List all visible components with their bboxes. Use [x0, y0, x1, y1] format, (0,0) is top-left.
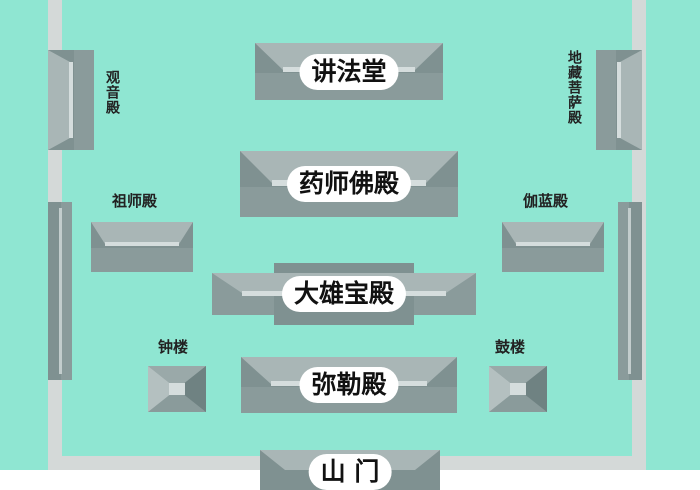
zushidian-label: 祖师殿 [112, 192, 158, 210]
south-wall-left [48, 456, 260, 470]
gulou-building [489, 366, 547, 412]
dizangpusadian-building [596, 50, 642, 150]
guanyindian-building [48, 50, 94, 150]
mileidian-building: 弥勒殿 [241, 357, 457, 413]
daxiongbaodian-label: 大雄宝殿 [281, 276, 407, 312]
shanmen-building: 山 门 [260, 450, 440, 490]
zushidian-building [91, 222, 193, 272]
zhonglou-label: 钟楼 [158, 338, 189, 356]
daxiongbaodian-building: 大雄宝殿 [212, 263, 476, 325]
qielandian-label: 伽蓝殿 [523, 192, 569, 210]
yaoshifodian-label: 药师佛殿 [286, 166, 412, 202]
west-corridor-building [48, 202, 72, 380]
jiangfatang-building: 讲法堂 [255, 43, 443, 100]
gulou-label: 鼓楼 [495, 338, 526, 356]
dizangpusadian-label: 地藏菩萨殿 [566, 50, 582, 125]
qielandian-building [502, 222, 604, 272]
guanyindian-label: 观音殿 [104, 70, 120, 115]
jiangfatang-label: 讲法堂 [299, 53, 399, 90]
zhonglou-building [148, 366, 206, 412]
yaoshifodian-building: 药师佛殿 [240, 151, 458, 217]
shanmen-label: 山 门 [308, 454, 392, 490]
east-corridor-building [618, 202, 642, 380]
mileidian-label: 弥勒殿 [299, 367, 399, 403]
south-wall-right [440, 456, 646, 470]
